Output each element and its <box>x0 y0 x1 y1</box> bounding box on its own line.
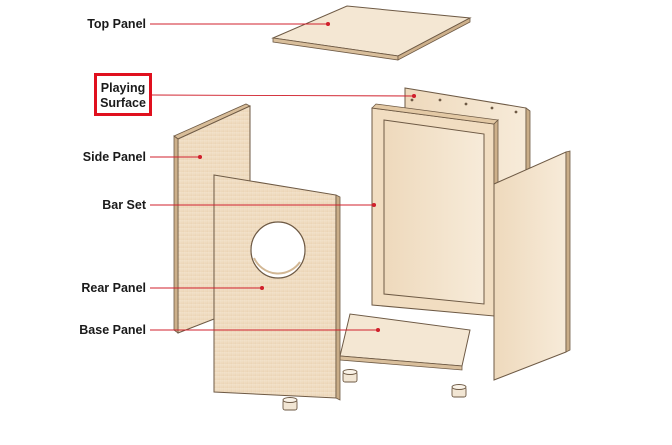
playing-surface-label-box: Playing Surface <box>94 73 152 116</box>
bar-set-label: Bar Set <box>102 198 146 212</box>
bar-set-part <box>371 103 499 317</box>
right-side-panel-part <box>493 150 571 381</box>
leader-lines <box>150 21 417 333</box>
playing-surface-label-line1: Playing <box>100 81 146 95</box>
playing-surface-label-line2: Surface <box>100 96 146 110</box>
side-panel-label: Side Panel <box>82 150 146 164</box>
top-panel-label: Top Panel <box>87 17 146 31</box>
rear-panel-part <box>213 174 341 401</box>
top-panel-part <box>271 5 472 61</box>
feet-parts <box>282 369 467 411</box>
rear-panel-label: Rear Panel <box>81 281 146 295</box>
base-panel-part <box>339 313 471 371</box>
sound-hole <box>250 221 306 279</box>
base-panel-label: Base Panel <box>79 323 146 337</box>
leader-playing-surface <box>151 94 415 97</box>
